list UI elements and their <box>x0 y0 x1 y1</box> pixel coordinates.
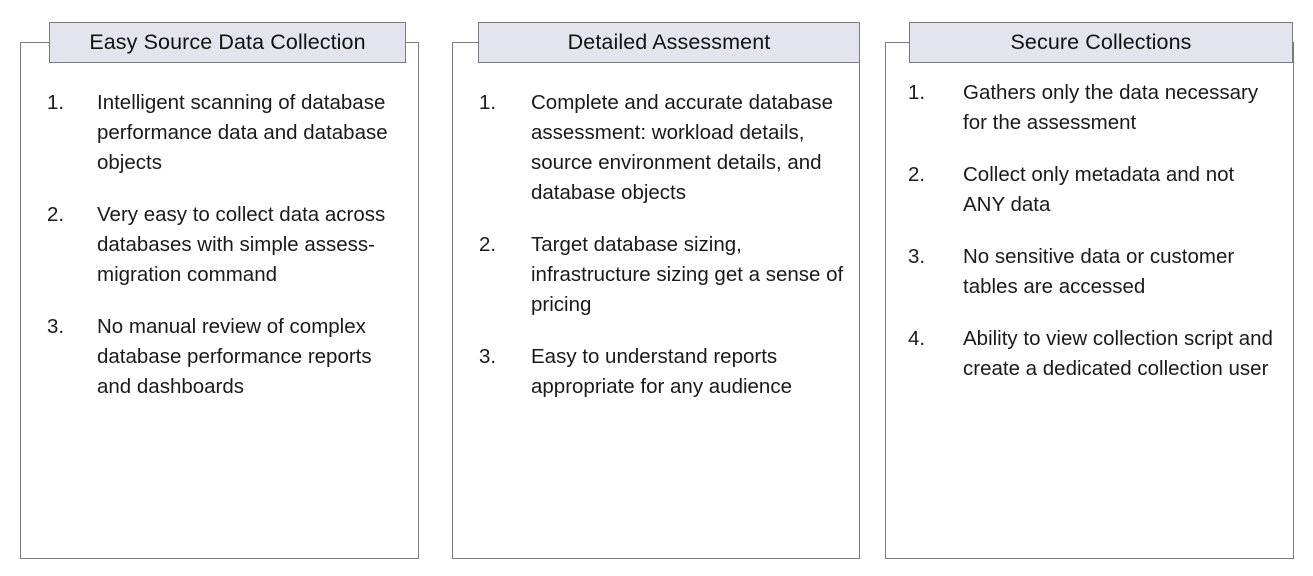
feature-list: 1. Complete and accurate database assess… <box>452 88 860 402</box>
list-item: 3. Easy to understand reports appropriat… <box>479 342 846 402</box>
feature-panel-title: Secure Collections <box>1010 29 1192 54</box>
feature-panel <box>20 42 419 559</box>
list-item: 1. Intelligent scanning of database perf… <box>47 88 405 178</box>
feature-panel-title: Detailed Assessment <box>567 29 771 54</box>
feature-panel-header: Detailed Assessment <box>478 22 860 63</box>
list-item-number: 2. <box>479 233 497 256</box>
list-item: 1. Complete and accurate database assess… <box>479 88 846 208</box>
list-item-number: 3. <box>47 315 65 338</box>
feature-panel <box>452 42 860 559</box>
list-item-number: 1. <box>479 91 497 114</box>
list-item-number: 1. <box>908 81 926 104</box>
list-item-number: 1. <box>47 91 65 114</box>
list-item-number: 4. <box>908 327 926 350</box>
feature-panel-header: Easy Source Data Collection <box>49 22 406 63</box>
feature-column-secure-collections: Secure Collections 1. Gathers only the d… <box>885 0 1294 576</box>
list-item: 2. Target database sizing, infrastructur… <box>479 230 846 320</box>
feature-list: 1. Intelligent scanning of database perf… <box>20 88 419 402</box>
list-item-text: No manual review of complex database per… <box>97 315 372 398</box>
list-item-text: Ability to view collection script and cr… <box>963 327 1273 380</box>
list-item: 2. Collect only metadata and not ANY dat… <box>908 160 1280 220</box>
list-item-text: Target database sizing, infrastructure s… <box>531 233 844 316</box>
list-item-number: 2. <box>47 203 65 226</box>
list-item: 3. No sensitive data or customer tables … <box>908 242 1280 302</box>
feature-list: 1. Gathers only the data necessary for t… <box>885 78 1294 384</box>
list-item-text: Very easy to collect data across databas… <box>97 203 386 286</box>
list-item: 4. Ability to view collection script and… <box>908 324 1280 384</box>
list-item: 2. Very easy to collect data across data… <box>47 200 405 290</box>
list-item-text: Intelligent scanning of database perform… <box>97 91 388 174</box>
feature-panel-title: Easy Source Data Collection <box>89 29 366 54</box>
list-item-text: Easy to understand reports appropriate f… <box>531 345 792 398</box>
list-item-text: No sensitive data or customer tables are… <box>963 245 1235 298</box>
list-item: 3. No manual review of complex database … <box>47 312 405 402</box>
list-item: 1. Gathers only the data necessary for t… <box>908 78 1280 138</box>
feature-column-detailed-assessment: Detailed Assessment 1. Complete and accu… <box>452 0 860 576</box>
list-item-text: Collect only metadata and not ANY data <box>963 163 1235 216</box>
list-item-text: Gathers only the data necessary for the … <box>963 81 1259 134</box>
list-item-number: 3. <box>908 245 926 268</box>
feature-panel-header: Secure Collections <box>909 22 1293 63</box>
list-item-number: 3. <box>479 345 497 368</box>
feature-column-easy-source-data-collection: Easy Source Data Collection 1. Intellige… <box>20 0 419 576</box>
list-item-number: 2. <box>908 163 926 186</box>
list-item-text: Complete and accurate database assessmen… <box>531 91 834 204</box>
